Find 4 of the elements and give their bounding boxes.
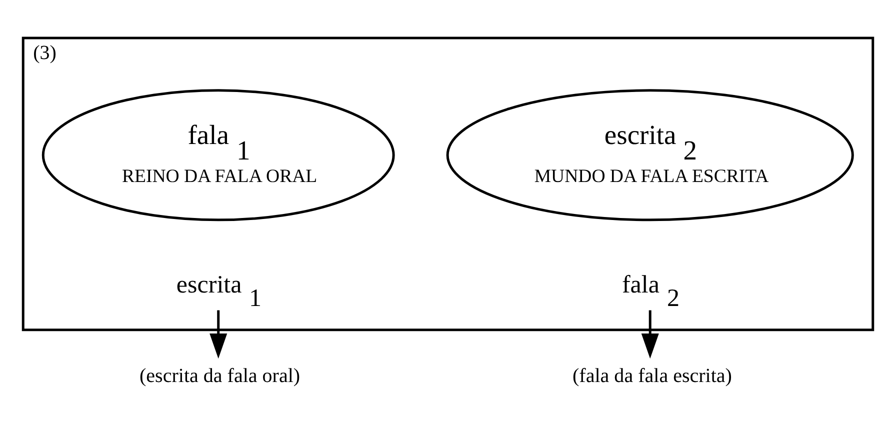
arrow: [641, 310, 659, 359]
node-text: (fala da fala escrita): [572, 365, 732, 388]
arrow: [210, 310, 228, 359]
node-text: (escrita da fala oral): [140, 365, 300, 388]
